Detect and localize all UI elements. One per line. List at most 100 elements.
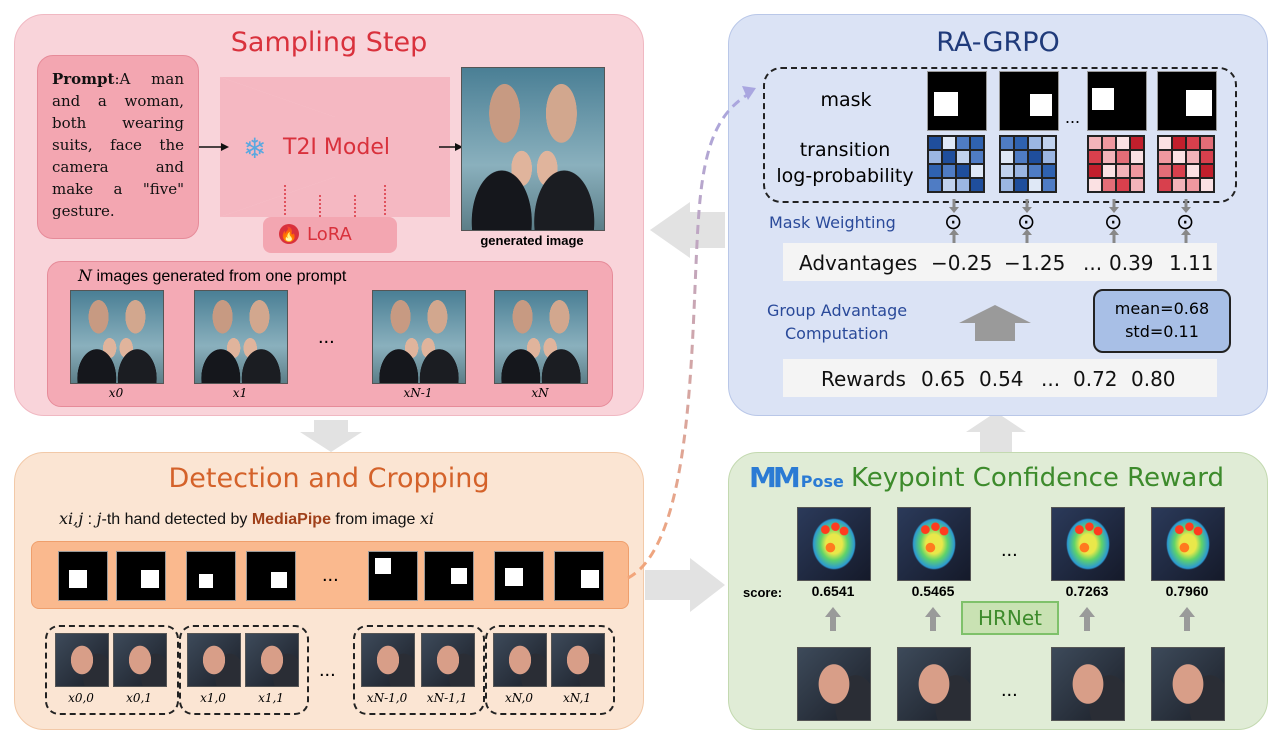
- arrow-keypoint-to-grpo: [966, 412, 1026, 455]
- grpo-mask-2: [1087, 71, 1147, 131]
- sample-image-n-1: [372, 290, 466, 384]
- logprob-cell: [1089, 165, 1101, 177]
- group-advantage-label-2: Computation: [785, 324, 889, 343]
- logprob-cell: [1043, 165, 1055, 177]
- weighting-arrows: [949, 199, 1191, 243]
- logprob-cell: [1029, 165, 1041, 177]
- logprob-grid-1: [999, 135, 1057, 193]
- crop-group-0: [45, 625, 179, 715]
- ra-grpo-panel: RA-GRPO mask transition log-probability …: [728, 14, 1268, 416]
- score-0: 0.6541: [811, 583, 855, 599]
- logprob-cell: [1043, 151, 1055, 163]
- logprob-cell: [943, 165, 955, 177]
- logprob-cell: [943, 151, 955, 163]
- hrnet-up-arrows: [825, 607, 1195, 631]
- input-hand-3: [1151, 647, 1225, 721]
- stats-box: mean=0.68 std=0.11: [1093, 289, 1231, 353]
- crop-label-0-1: x0,1: [126, 691, 152, 705]
- odot-2: ⊙: [1104, 209, 1123, 234]
- crop-group-n: [485, 625, 615, 715]
- logprob-cell: [929, 165, 941, 177]
- logprob-cell: [1029, 151, 1041, 163]
- logprob-cell: [1001, 179, 1013, 191]
- n-images-text: images generated from one prompt: [92, 268, 347, 285]
- logprob-cell: [957, 151, 969, 163]
- t2i-model-shape: [220, 77, 450, 217]
- crop-label-1-0: x1,0: [200, 691, 226, 705]
- heatmap-2: [1051, 507, 1125, 581]
- logprob-cell: [971, 137, 983, 149]
- crop-group-n-1: [353, 625, 485, 715]
- crop-label-n-0: xN,0: [505, 691, 533, 705]
- crop-label-n-1: xN,1: [563, 691, 591, 705]
- logprob-cell: [1201, 165, 1213, 177]
- mmpose-logo-pose: Pose: [800, 472, 844, 491]
- logprob-cell: [943, 137, 955, 149]
- crop-n-0: [493, 633, 547, 687]
- crop-label-n-1-0: xN-1,0: [366, 691, 408, 705]
- generated-image-label: generated image: [480, 233, 584, 248]
- xij-symbol: xi,j: [59, 509, 84, 528]
- mean-value: mean=0.68: [1114, 299, 1210, 318]
- score-label: score:: [743, 585, 783, 600]
- n-symbol: N: [78, 266, 92, 285]
- logprob-cell: [1173, 151, 1185, 163]
- logprob-cell: [971, 151, 983, 163]
- logprob-cell: [1001, 151, 1013, 163]
- logprob-cell: [1131, 151, 1143, 163]
- rewards-label: Rewards: [821, 367, 906, 391]
- sample-image-0: [70, 290, 164, 384]
- input-hand-0: [797, 647, 871, 721]
- sample-ellipsis: ...: [318, 326, 335, 348]
- det-mask-0: [58, 551, 108, 601]
- logprob-cell: [1043, 137, 1055, 149]
- logprob-cell: [1015, 179, 1027, 191]
- prompt-text: :A man and a woman, both wearing suits, …: [52, 70, 184, 220]
- logprob-cell: [1103, 165, 1115, 177]
- heatmap-0: [797, 507, 871, 581]
- logprob-cell: [1187, 151, 1199, 163]
- logprob-cell: [1117, 165, 1129, 177]
- ra-grpo-title: RA-GRPO: [936, 27, 1060, 58]
- logprob-cell: [1089, 179, 1101, 191]
- logprob-cell: [1173, 179, 1185, 191]
- t2i-model-label: T2I Model: [283, 135, 390, 160]
- logprob-cell: [1015, 137, 1027, 149]
- logprob-cell: [1187, 137, 1199, 149]
- det-mask-ellipsis: ...: [322, 564, 339, 586]
- arrow-sampling-to-detection: [300, 420, 362, 452]
- mmpose-logo-mm: MM: [749, 461, 801, 494]
- sample-label-1: x1: [232, 386, 248, 400]
- xi-symbol: xi: [419, 509, 435, 528]
- logprob-cell: [971, 165, 983, 177]
- group-advantage-label-1: Group Advantage: [767, 301, 908, 320]
- logprob-cell: [971, 179, 983, 191]
- logprob-cell: [1103, 179, 1115, 191]
- crop-n-1: [551, 633, 605, 687]
- keypoint-title: Keypoint Confidence Reward: [851, 463, 1224, 493]
- n-images-caption: N images generated from one prompt: [78, 266, 346, 286]
- logprob-cell: [957, 165, 969, 177]
- mask-weighting-label: Mask Weighting: [769, 213, 896, 232]
- reward-0: 0.65: [921, 367, 966, 391]
- score-3: 0.7960: [1165, 583, 1209, 599]
- lora-box: 🔥 LoRA: [263, 217, 397, 253]
- odot-0: ⊙: [944, 209, 963, 234]
- mask-row-label: mask: [820, 89, 872, 111]
- logprob-cell: [1201, 137, 1213, 149]
- logprob-cell: [1029, 137, 1041, 149]
- logprob-cell: [1029, 179, 1041, 191]
- heatmap-ellipsis: ...: [1001, 539, 1018, 561]
- det-mask-4: [368, 551, 418, 601]
- std-value: std=0.11: [1125, 322, 1199, 341]
- sampling-step-panel: Sampling Step Prompt:A man and a woman, …: [14, 14, 644, 416]
- det-mask-7: [554, 551, 604, 601]
- logprob-cell: [1159, 137, 1171, 149]
- desc-c: from image: [330, 511, 420, 528]
- det-mask-2: [186, 551, 236, 601]
- reward-3: 0.80: [1131, 367, 1176, 391]
- prompt-label: Prompt: [52, 70, 115, 88]
- logprob-cell: [1173, 165, 1185, 177]
